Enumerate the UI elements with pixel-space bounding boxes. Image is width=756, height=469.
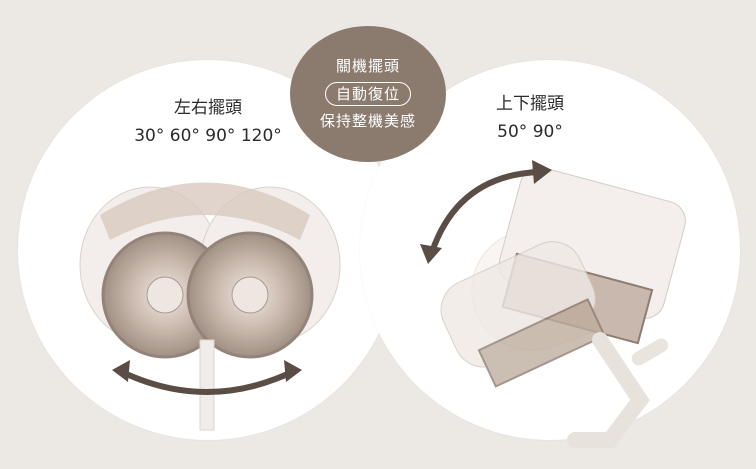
vertical-swing-arrow-icon [420,160,552,264]
left-swing-label: 左右擺頭 30° 60° 90° 120° [108,94,308,150]
badge-line-3: 保持整機美感 [319,112,416,130]
left-swing-title: 左右擺頭 [174,98,242,118]
right-swing-label: 上下擺頭 50° 90° [455,90,605,146]
left-fan-image [79,182,341,431]
auto-reset-badge: 關機擺頭 自動復位 保持整機美感 [290,26,446,162]
badge-line-2: 自動復位 [324,82,411,106]
right-swing-angles: 50° 90° [497,122,563,142]
left-swing-angles: 30° 60° 90° 120° [134,126,282,146]
badge-line-1: 關機擺頭 [335,57,400,75]
right-fan-image [440,166,686,448]
horizontal-swing-arrow-icon [112,360,302,395]
right-swing-title: 上下擺頭 [496,94,564,114]
